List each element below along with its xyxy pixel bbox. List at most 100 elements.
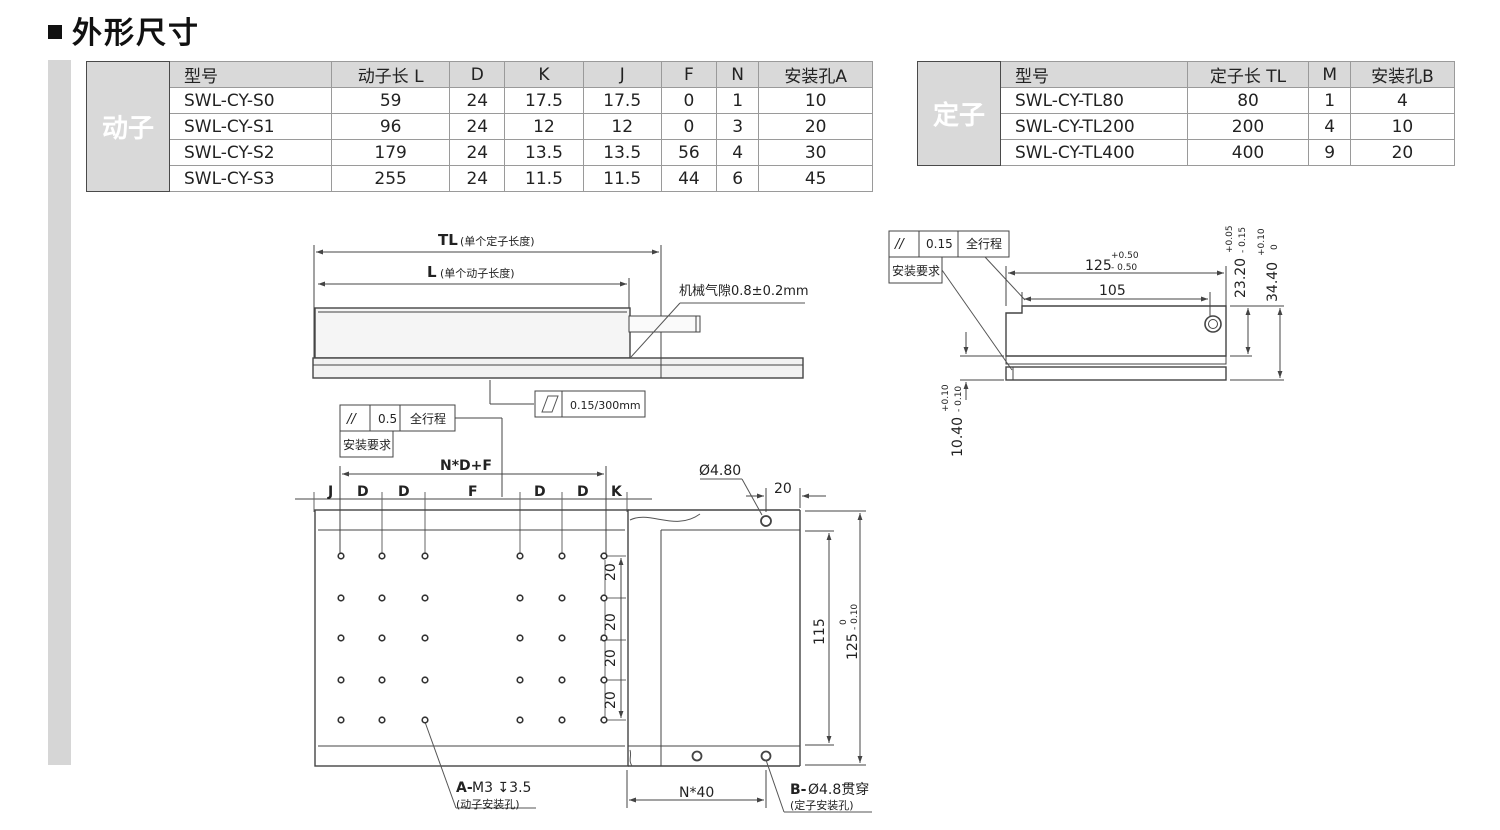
n40-label: N*40 — [679, 785, 714, 801]
header-cell: 安装孔B — [1349, 61, 1456, 88]
dim-1040: 10.40 — [950, 417, 966, 457]
dim-d: D — [357, 484, 369, 500]
table-cell: 20 — [1349, 139, 1456, 166]
table-cell: 11.5 — [504, 165, 584, 192]
table-cell: 96 — [331, 113, 451, 140]
top-view — [295, 404, 872, 813]
table-cell: SWL-CY-TL400 — [1000, 139, 1188, 166]
dim-2320: 23.20 — [1233, 258, 1249, 298]
nd-f-label: N*D+F — [440, 458, 492, 474]
table-header-row: 定子 型号 定子长 TL M 安装孔B — [917, 61, 1456, 166]
side-view-labels: TL (单个定子长度) L (单个动子长度) 机械气隙0.8±0.2mm 0.1… — [427, 231, 809, 412]
section-title-text: 外形尺寸 — [72, 16, 200, 51]
table-cell: 13.5 — [504, 139, 584, 166]
table-cell: 12 — [582, 113, 662, 140]
top-view-labels: // 0.5 全行程 安装要求 N*D+F J D D F D D K Ø4.8… — [327, 411, 869, 812]
table-row: SWL-CY-S0 59 24 17.5 17.5 0 1 10 — [87, 87, 873, 114]
tol-2320-lower: - 0.15 — [1238, 227, 1248, 253]
table-row: SWL-CY-S3 255 24 11.5 11.5 44 6 45 — [87, 165, 873, 192]
table-row: SWL-CY-S2 179 24 13.5 13.5 56 4 30 — [87, 139, 873, 166]
table-cell: 24 — [449, 165, 506, 192]
dim-d: D — [577, 484, 589, 500]
hole-pattern — [337, 552, 608, 724]
dim-k: K — [611, 484, 623, 500]
dim-20-v2: 20 — [603, 613, 619, 631]
table-cell: SWL-CY-S1 — [168, 113, 333, 140]
tol-1040-upper: +0.10 — [941, 384, 951, 412]
table-cell: 6 — [715, 165, 760, 192]
header-cell: K — [504, 61, 584, 88]
end-view-labels: // 0.15 全行程 安装要求 125 +0.50 - 0.50 105 23… — [892, 225, 1281, 457]
header-cell: F — [660, 61, 717, 88]
stator-spec-table: 定子 型号 定子长 TL M 安装孔B SWL-CY-TL80 80 1 4 S… — [917, 61, 1456, 166]
dim-20-v4: 20 — [603, 691, 619, 709]
l-label: L — [427, 263, 437, 281]
tol-125b-upper: +0.50 — [1111, 251, 1139, 261]
parallel-symbol-2: // — [894, 237, 905, 252]
header-cell: 型号 — [168, 61, 333, 88]
frame1-value: 0.5 — [378, 412, 397, 426]
table-cell: 24 — [449, 113, 506, 140]
table-cell: 13.5 — [582, 139, 662, 166]
table-header-row: 动子 型号 动子长 L D K J F N 安装孔A — [86, 61, 873, 192]
table-cell: 80 — [1186, 87, 1310, 114]
table-cell: SWL-CY-S2 — [168, 139, 333, 166]
header-cell: M — [1308, 61, 1351, 88]
table-cell: 1 — [1308, 87, 1351, 114]
header-cell: J — [582, 61, 662, 88]
square-bullet-icon — [48, 24, 62, 39]
air-gap-label: 机械气隙0.8±0.2mm — [679, 283, 809, 299]
table-row: SWL-CY-TL80 80 1 4 — [918, 87, 1456, 114]
header-cell: 定子长 TL — [1186, 61, 1310, 88]
left-accent-bar — [48, 60, 71, 765]
dim-125b: 125 — [1085, 258, 1112, 274]
hole-b-note: (定子安装孔) — [790, 798, 854, 812]
dim-20-v1: 20 — [603, 563, 619, 581]
table-cell: 0 — [660, 87, 717, 114]
table-cell: 10 — [1349, 113, 1456, 140]
frame2-value: 0.15 — [926, 237, 953, 251]
table-cell: 255 — [331, 165, 451, 192]
tl-label: TL — [438, 231, 458, 249]
frame2-range: 全行程 — [966, 236, 1002, 251]
table-cell: 9 — [1308, 139, 1351, 166]
frame1-range: 全行程 — [410, 411, 446, 426]
table-cell: 4 — [715, 139, 760, 166]
l-note: (单个动子长度) — [440, 266, 515, 280]
tol-125b-lower: - 0.50 — [1111, 263, 1137, 273]
hole-a-label: A- — [456, 780, 473, 796]
tl-note: (单个定子长度) — [460, 234, 535, 248]
dim-115: 115 — [812, 618, 828, 645]
tol-2320-upper: +0.05 — [1225, 225, 1235, 253]
dim-3440: 34.40 — [1265, 262, 1281, 302]
tol-1040-lower: - 0.10 — [954, 386, 964, 412]
header-cell: 动子长 L — [331, 61, 451, 88]
hole-b-label: B- — [790, 782, 807, 798]
parallel-symbol: // — [346, 412, 357, 427]
section-title: 外形尺寸 — [48, 8, 200, 52]
dim-20-top: 20 — [774, 481, 792, 497]
mover-side-label: 动子 — [86, 61, 170, 192]
flatness-value: 0.15/300mm — [570, 399, 641, 412]
table-cell: SWL-CY-S0 — [168, 87, 333, 114]
dim-d: D — [534, 484, 546, 500]
dim-j: J — [327, 484, 333, 500]
dim-d: D — [398, 484, 410, 500]
hole-dia-label: Ø4.80 — [699, 463, 741, 479]
header-cell: D — [449, 61, 506, 88]
hole-a-spec: M3 ↧3.5 — [472, 780, 531, 796]
table-cell: 1 — [715, 87, 760, 114]
header-cell: 型号 — [1000, 61, 1188, 88]
header-cell: 安装孔A — [758, 61, 873, 88]
tol-125-lower: - 0.10 — [850, 604, 860, 630]
mover-spec-table: 动子 型号 动子长 L D K J F N 安装孔A SWL-CY-S0 59 … — [86, 61, 873, 192]
table-row: SWL-CY-S1 96 24 12 12 0 3 20 — [87, 113, 873, 140]
table-row: SWL-CY-TL400 400 9 20 — [918, 139, 1456, 166]
hole-a-note: (动子安装孔) — [456, 797, 520, 811]
table-cell: 44 — [660, 165, 717, 192]
table-cell: 10 — [758, 87, 873, 114]
tol-3440-upper: +0.10 — [1257, 228, 1267, 256]
end-view — [888, 230, 1284, 400]
frame2-note: 安装要求 — [892, 263, 940, 278]
